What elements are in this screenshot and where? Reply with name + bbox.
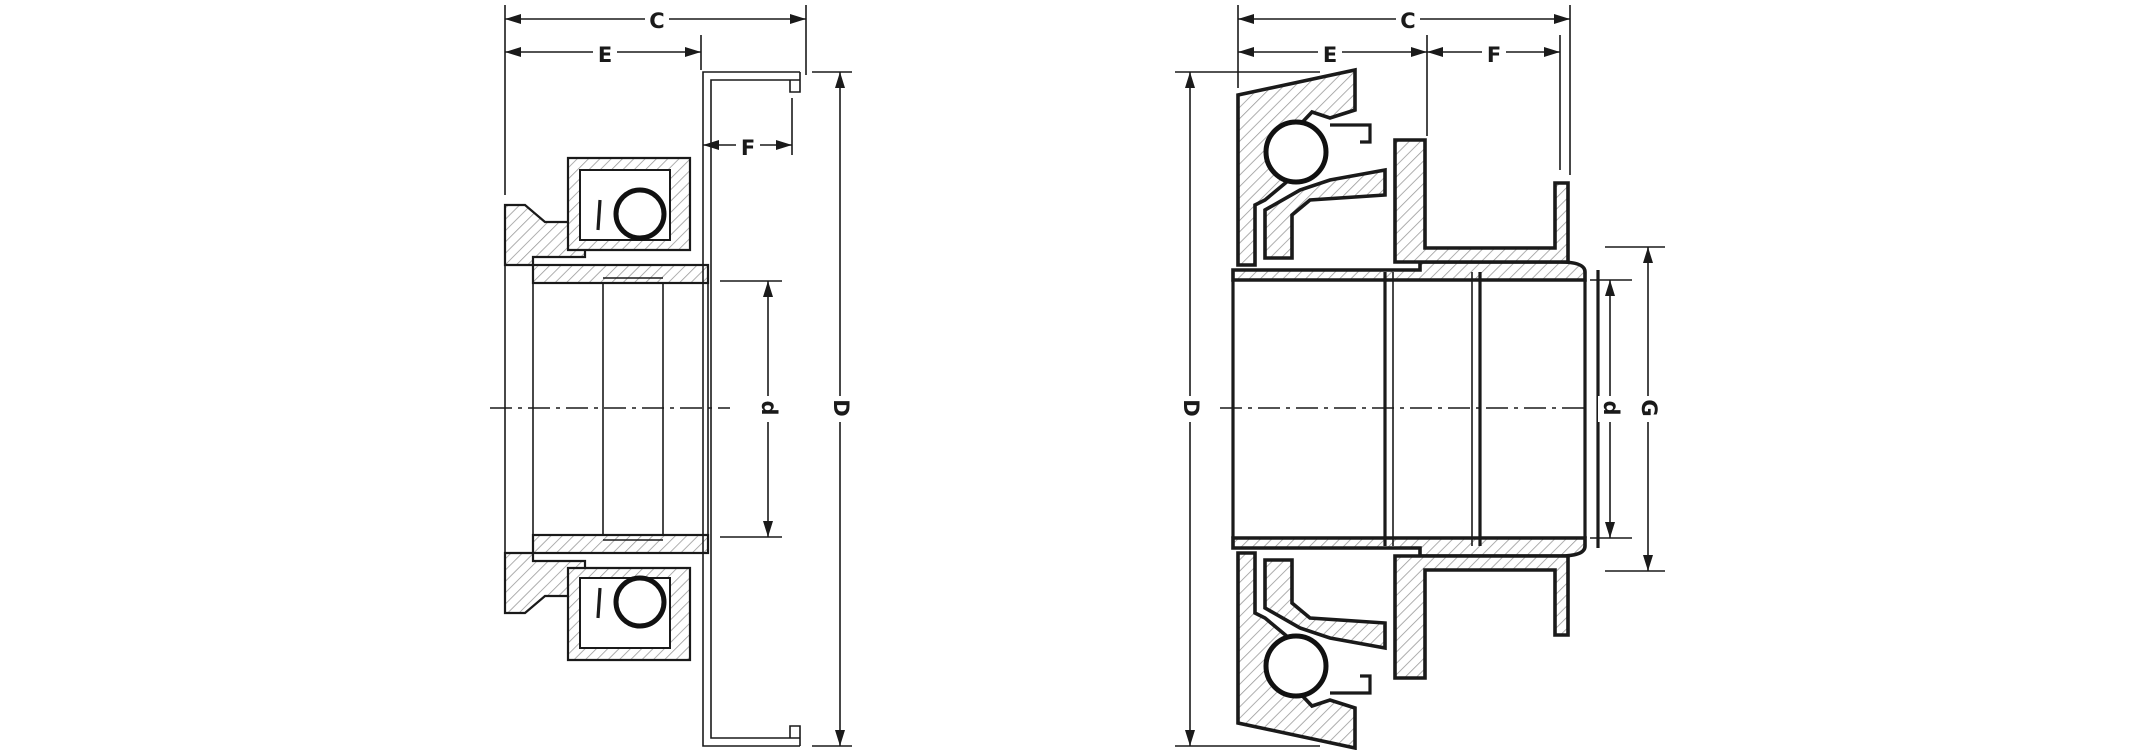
label-d-small-right: d	[1599, 400, 1623, 415]
figure-left: C E F d	[490, 5, 853, 747]
ball-left-bottom	[613, 575, 667, 629]
label-g-right: G	[1637, 399, 1661, 416]
sleeve-left	[531, 263, 710, 555]
sleeve-right	[1231, 260, 1600, 558]
dimension-c-left: C	[504, 5, 807, 195]
dimension-d-small-left: d	[720, 280, 782, 538]
dimension-e-left: E	[505, 35, 702, 70]
dimension-f-left: F	[703, 98, 793, 160]
figure-right: C E F D	[1175, 5, 1665, 750]
label-e-right: E	[1323, 43, 1337, 67]
label-d-small-left: d	[757, 400, 781, 415]
cup-left	[702, 71, 801, 747]
dimension-d-large-left: D	[812, 71, 853, 747]
dimension-c-right: C	[1237, 5, 1571, 175]
label-c-right: C	[1400, 9, 1415, 33]
label-e-left: E	[598, 43, 612, 67]
label-c-left: C	[649, 9, 664, 33]
dimension-d-large-right: D	[1175, 71, 1320, 747]
ball-left-top	[613, 187, 667, 241]
dimension-d-small-right: d	[1590, 279, 1632, 539]
dimension-g-right: G	[1605, 246, 1665, 572]
label-d-large-left: D	[829, 399, 853, 416]
inner-race-right	[1263, 167, 1387, 651]
ball-right-bottom	[1263, 633, 1329, 699]
label-d-large-right: D	[1179, 399, 1203, 416]
ball-right-top	[1263, 119, 1329, 185]
label-f-right: F	[1487, 43, 1501, 67]
label-f-left: F	[741, 136, 755, 160]
dimension-f-right: F	[1427, 35, 1561, 170]
thrust-flange-right	[1393, 138, 1570, 680]
